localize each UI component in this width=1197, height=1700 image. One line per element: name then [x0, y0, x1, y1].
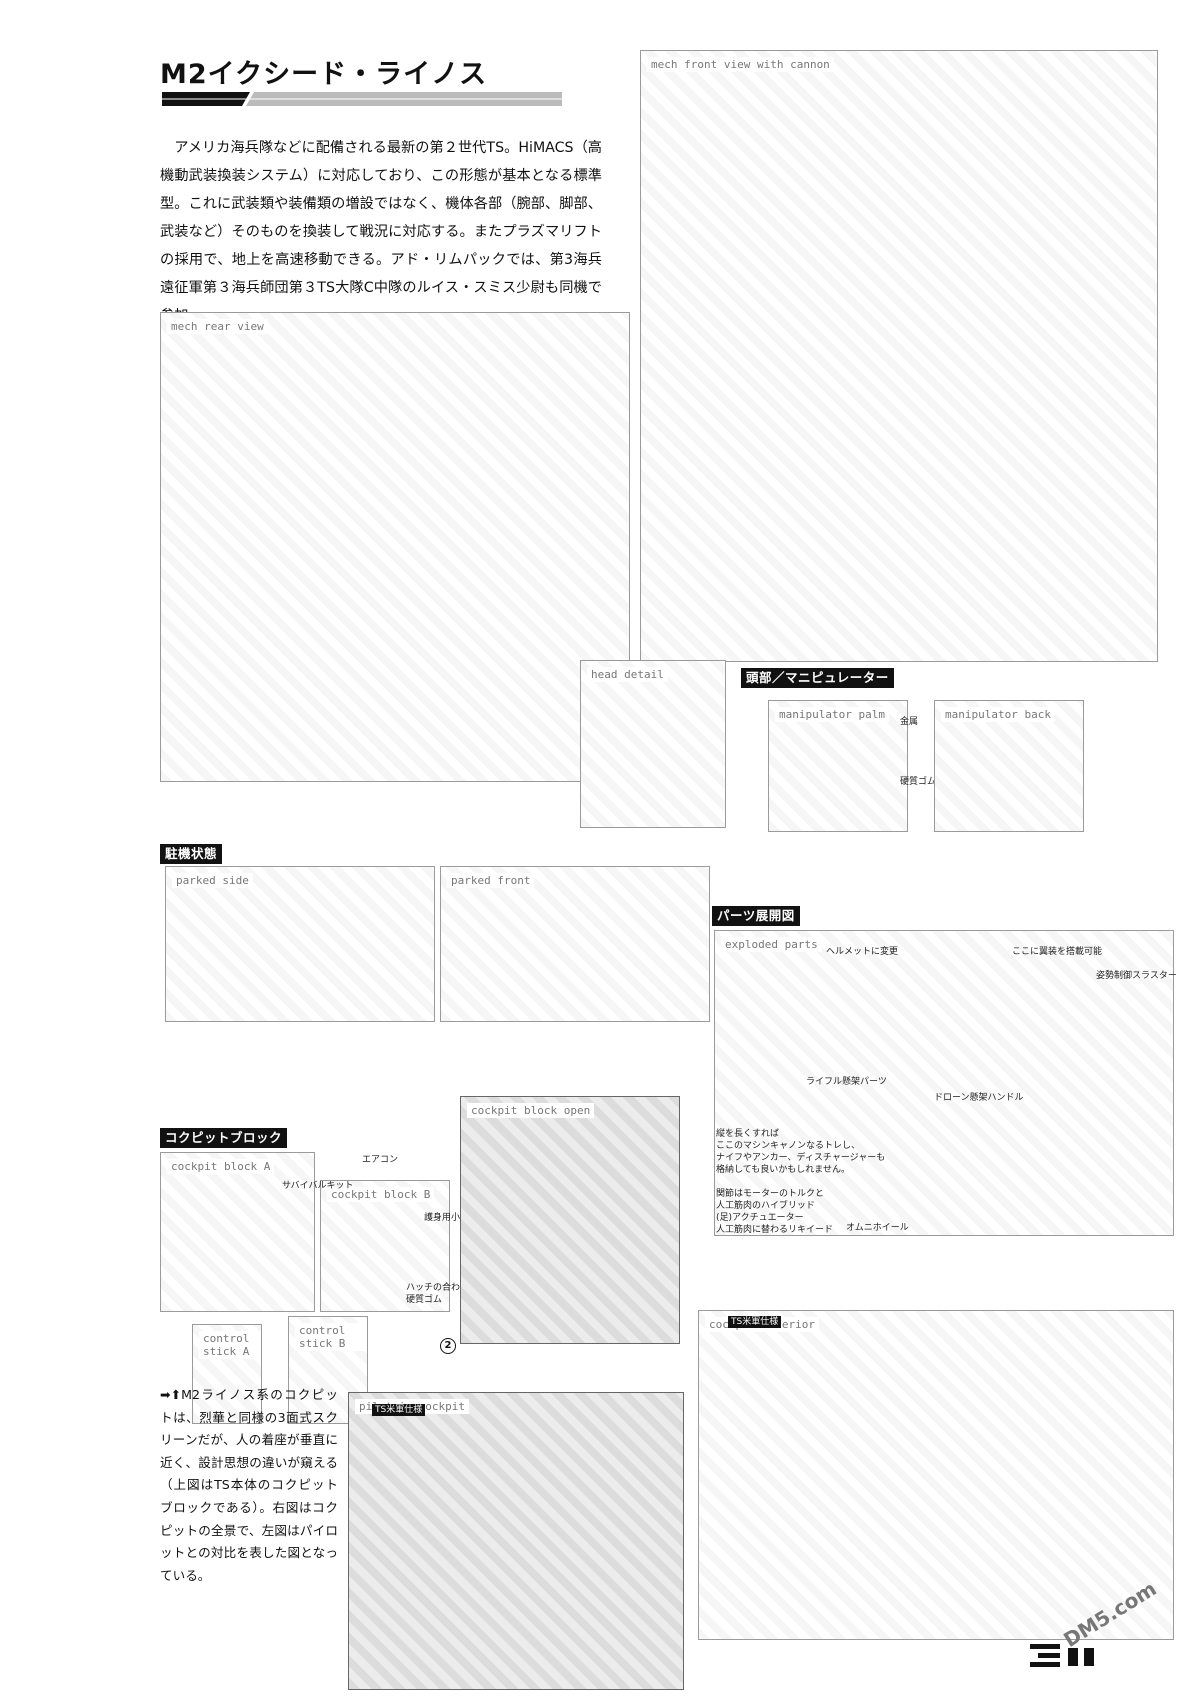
- head-detail-illustration: head detail: [580, 660, 726, 828]
- note-survival: サバイバルキット: [282, 1181, 354, 1191]
- note-rubber: 硬質ゴム: [900, 777, 937, 787]
- note-sidearm: 護身用小銃: [424, 1213, 470, 1223]
- control-stick-a-illustration: control stick A: [192, 1324, 262, 1424]
- illustration-tag: control stick B: [295, 1323, 367, 1351]
- illustration-tag: parked front: [447, 873, 535, 888]
- illustration-tag: exploded parts: [721, 937, 822, 952]
- parked-side-illustration: parked side: [165, 866, 435, 1022]
- circled-number: 2: [440, 1338, 456, 1354]
- cockpit-block-b-illustration: cockpit block B: [320, 1180, 450, 1312]
- illustration-tag: control stick A: [199, 1331, 261, 1359]
- page-title: M2イクシード・ライノス: [160, 59, 488, 90]
- note-omni: オムニホイール: [846, 1223, 909, 1233]
- note-aircon: エアコン: [362, 1155, 399, 1165]
- intro-paragraph: アメリカ海兵隊などに配備される最新の第２世代TS。HiMACS（高機動武装換装シ…: [160, 140, 602, 324]
- section-parts: パーツ展開図: [712, 906, 800, 926]
- illustration-tag: manipulator back: [941, 707, 1055, 722]
- pilot-view-illustration: pilot in cockpit: [348, 1392, 684, 1690]
- page-mark-icon: [1030, 1644, 1094, 1667]
- note-helmet: ヘルメットに変更: [826, 947, 899, 957]
- manipulator-palm-illustration: manipulator palm: [768, 700, 908, 832]
- illustration-tag: cockpit block open: [467, 1103, 595, 1118]
- label-large-view: TS米軍仕様: [728, 1316, 782, 1328]
- note-drone: ドローン懸架ハンドル: [934, 1093, 1024, 1103]
- note-motor: 関節はモーターのトルクと 人工筋肉のハイブリッド (足)アクチュエーター 人工筋…: [716, 1189, 834, 1235]
- cockpit-full-illustration: cockpit interior: [698, 1310, 1174, 1640]
- parked-front-illustration: parked front: [440, 866, 710, 1022]
- parts-exploded-illustration: exploded parts: [714, 930, 1174, 1236]
- note-rifle-mount: ライフル懸架パーツ: [806, 1077, 887, 1087]
- mech-front-illustration: mech front view with cannon: [640, 50, 1158, 662]
- illustration-tag: manipulator palm: [775, 707, 889, 722]
- note-thruster: 姿勢制御スラスター: [1096, 971, 1177, 981]
- note-metal: 金属: [900, 717, 919, 727]
- label-small-view: TS米軍仕様: [372, 1404, 426, 1416]
- manipulator-back-illustration: manipulator back: [934, 700, 1084, 832]
- illustration-tag: cockpit block B: [327, 1187, 435, 1202]
- section-cockpit: コクピットブロック: [160, 1128, 288, 1148]
- illustration-tag: parked side: [172, 873, 253, 888]
- cockpit-caption: ➡⬆M2ライノス系のコクピットは、烈華と同様の3面式スクリーンだが、人の着座が垂…: [160, 1387, 338, 1583]
- cockpit-open-illustration: cockpit block open: [460, 1096, 680, 1344]
- note-wing: ここに翼装を搭載可能: [1012, 947, 1103, 957]
- note-cannon: 縦を長くすれば ここのマシンキャノンなるトレし、 ナイフやアンカー、ディスチャー…: [716, 1129, 886, 1175]
- illustration-tag: cockpit block A: [167, 1159, 275, 1174]
- section-parked: 駐機状態: [160, 844, 223, 864]
- title-rule: [162, 92, 562, 106]
- illustration-tag: head detail: [587, 667, 668, 682]
- illustration-tag: mech rear view: [167, 319, 268, 334]
- cockpit-block-a-illustration: cockpit block A: [160, 1152, 315, 1312]
- mech-rear-illustration: mech rear view: [160, 312, 630, 782]
- section-head-manipulator: 頭部／マニピュレーター: [741, 668, 894, 688]
- control-stick-b-illustration: control stick B: [288, 1316, 368, 1424]
- note-hatch: ハッチの合わせ目は 硬質ゴム: [406, 1283, 488, 1305]
- illustration-tag: mech front view with cannon: [647, 57, 834, 72]
